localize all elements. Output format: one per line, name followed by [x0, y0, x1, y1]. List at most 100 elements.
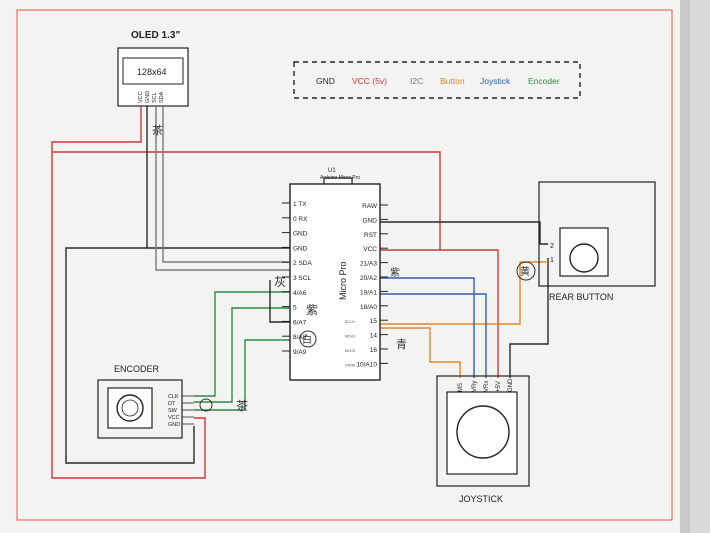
oled-pin-label: GND: [145, 91, 151, 103]
oled-screen: [122, 57, 184, 85]
mcu-right-pin-sub: SCLK: [345, 319, 356, 324]
wire-gnd-right: [380, 221, 548, 245]
note-purple: 紫: [306, 303, 318, 317]
rear-button-pin-1: 1: [550, 257, 554, 264]
wire-button: [380, 261, 548, 325]
note-white: 白: [302, 333, 312, 346]
wire-gnd-rear: [509, 258, 549, 378]
legend-item: VCC (5v): [352, 76, 387, 86]
mcu-right-pin-sub: MOSI: [345, 348, 355, 353]
mcu-right-pin-label: 16: [370, 347, 378, 354]
wire-joy-vrx: [380, 293, 487, 378]
joystick: MS VRy VRx +5V GND JOYSTICK: [436, 375, 530, 504]
note-blue: 青: [396, 338, 407, 351]
page-frame: [16, 9, 673, 521]
legend-item: I2C: [410, 76, 423, 86]
encoder-label: ENCODER: [114, 364, 160, 374]
encoder-knob-inner: [121, 399, 139, 417]
rear-button-body: [538, 181, 656, 287]
joystick-pin-label: MS: [458, 383, 464, 392]
encoder-knob-base: [107, 387, 153, 429]
mcu-name: Micro Pro: [338, 261, 348, 300]
legend-item: Button: [440, 76, 465, 86]
mcu-left-pin-label: 9/A9: [293, 349, 307, 356]
mcu-left-pin-label: 6/A7: [293, 319, 307, 326]
joystick-pin-label: VRx: [484, 381, 490, 392]
mcu-left-pin-label: 3 SCL: [293, 275, 311, 282]
wire-button-joy: [380, 327, 461, 378]
mcu-right-pin-sub: MISO: [345, 334, 355, 339]
note-yellow-circle: [516, 261, 536, 281]
mcu-body: [289, 183, 381, 381]
wire-vcc-joystick: [440, 249, 499, 378]
encoder-body: [97, 379, 183, 439]
note-gray: 灰: [274, 275, 286, 289]
oled-size: 128x64: [137, 67, 167, 77]
rear-button-cap: [569, 243, 599, 273]
joystick-label: JOYSTICK: [459, 494, 503, 504]
mcu-right-pin-sub: PWM: [345, 362, 355, 367]
wire-vcc-right: [52, 151, 441, 251]
rear-button: 2 1 REAR BUTTON: [538, 181, 656, 302]
joystick-pin-label: VRy: [472, 381, 478, 392]
rear-button-switch: [559, 227, 609, 277]
mcu-left-pin-label: 5: [293, 305, 297, 312]
note-encoder-circle: [199, 398, 213, 412]
mcu-left-pin-label: 4/A6: [293, 290, 307, 297]
mcu-left-pin-label: GND: [293, 231, 308, 238]
legend-item: Encoder: [528, 76, 560, 86]
encoder-pin-label: VCC: [168, 415, 180, 421]
mcu-right-pin-label: VCC: [363, 246, 377, 253]
wire-joy-vry: [380, 277, 475, 378]
mcu-model: Arduino Micro Pro: [320, 175, 360, 181]
joystick-stick: [456, 405, 510, 459]
oled-title: OLED 1.3": [131, 30, 180, 41]
encoder-pin-label: SW: [168, 408, 178, 414]
mcu-ref: U1: [328, 168, 336, 174]
mcu-right-pin-label: RAW: [362, 203, 378, 210]
legend-item: GND: [316, 76, 335, 86]
mcu-right-pins: RAW GND RST VCC 21/A3 20/A2 19/A1 18/A0 15 SCLK 14…: [345, 203, 388, 368]
rear-button-pin-2: 2: [550, 243, 554, 250]
mcu-right-pin-label: GND: [363, 217, 378, 224]
mcu-right-pin-label: 15: [370, 318, 378, 325]
mcu-right-pin-label: 18/A0: [360, 304, 377, 311]
note-purple-2: 紫: [390, 267, 400, 279]
wire-enc-clk: [194, 291, 290, 397]
mcu-right-pin-label: 19/A1: [360, 289, 377, 296]
mcu-right-pin-label: RST: [364, 232, 377, 239]
wires: [51, 106, 549, 479]
rear-button-label: REAR BUTTON: [549, 292, 613, 302]
joystick-pin-labels: MS VRy VRx +5V GND: [458, 378, 514, 392]
legend-item: Joystick: [480, 76, 511, 86]
wire-enc-dt: [194, 307, 290, 403]
joystick-pin-label: GND: [508, 378, 514, 392]
note-white-circle: [299, 330, 317, 348]
joystick-pin-label: +5V: [496, 381, 502, 392]
encoder-pin-label: DT: [168, 401, 176, 407]
paper-shadow: [680, 0, 690, 533]
mcu-right-pin-label: 10/A10: [356, 361, 377, 368]
encoder-knob: [116, 394, 144, 422]
mcu-right-pin-label: 20/A2: [360, 275, 377, 282]
mcu-right-pin-label: 14: [370, 333, 378, 340]
wire-vcc: [51, 106, 206, 479]
oled-pin-label: SCL: [152, 92, 158, 103]
wire-gnd-left: [65, 247, 195, 464]
wire-enc-sw: [194, 339, 290, 411]
legend: GND VCC (5v) I2C Button Joystick Encoder: [316, 76, 560, 86]
mcu-left-pin-label: 2 SDA: [293, 260, 312, 267]
wire-i2c-scl: [155, 106, 290, 271]
wire-misc: [269, 280, 290, 323]
note-brown-2: 茶: [152, 124, 163, 137]
mcu-left-pin-label: GND: [293, 245, 308, 252]
encoder-pin-label: CLK: [168, 394, 179, 400]
joystick-body: [436, 375, 530, 487]
mcu-right-pin-label: 21/A3: [360, 261, 377, 268]
handwritten-notes: 灰 紫 白 黄 青 茶 紫 茶: [152, 124, 536, 413]
